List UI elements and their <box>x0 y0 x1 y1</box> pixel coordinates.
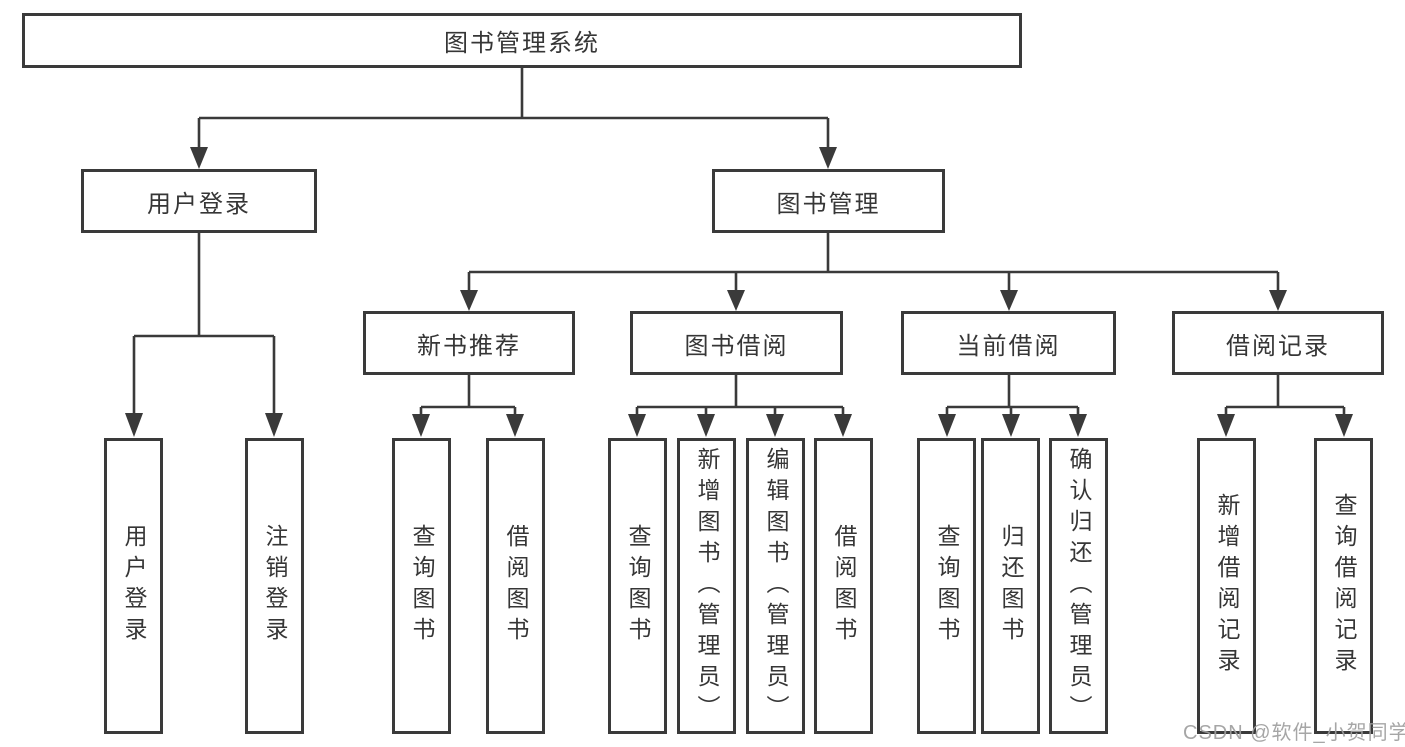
node-book-management: 图书管理 <box>712 169 945 233</box>
node-label: 当前借阅 <box>956 332 1061 360</box>
leaf-borrow-books-recommend: 借阅图书 <box>486 438 545 734</box>
leaf-label: 编辑图书（管理员） <box>763 446 789 726</box>
arrowhead <box>1269 290 1287 311</box>
watermark-text: CSDN @软件_小贺同学 <box>1183 722 1405 744</box>
node-label: 图书借阅 <box>684 332 789 360</box>
arrowhead <box>190 147 208 169</box>
leaf-add-book-admin: 新增图书（管理员） <box>677 438 736 734</box>
arrowhead <box>727 290 745 311</box>
leaf-return-book: 归还图书 <box>981 438 1040 734</box>
leaf-query-books-recommend: 查询图书 <box>392 438 451 734</box>
node-user-login: 用户登录 <box>81 169 317 233</box>
arrowhead <box>265 413 283 437</box>
arrowhead <box>1335 414 1353 437</box>
leaf-label: 查询借阅记录 <box>1331 493 1357 679</box>
leaf-label: 确认归还（管理员） <box>1066 446 1092 726</box>
leaf-add-borrow-record: 新增借阅记录 <box>1197 438 1256 734</box>
leaf-label: 归还图书 <box>998 524 1024 648</box>
leaf-label: 借阅图书 <box>503 524 529 648</box>
leaf-logout: 注销登录 <box>245 438 304 734</box>
leaf-label: 新增图书（管理员） <box>694 446 720 726</box>
arrowhead <box>766 414 784 437</box>
arrowhead <box>460 290 478 311</box>
arrowhead <box>125 413 143 437</box>
arrowhead <box>412 414 430 437</box>
node-borrowing-records: 借阅记录 <box>1172 311 1384 375</box>
node-label: 借阅记录 <box>1226 332 1330 360</box>
connector-path <box>635 375 845 416</box>
connector-path <box>419 375 517 416</box>
node-label: 图书管理 <box>776 190 881 218</box>
leaf-label: 查询图书 <box>409 524 435 648</box>
arrowhead <box>506 414 524 437</box>
node-new-book-recommend: 新书推荐 <box>363 311 575 375</box>
arrowhead <box>1002 414 1020 437</box>
leaf-query-books-borrowing: 查询图书 <box>608 438 667 734</box>
node-label: 用户登录 <box>147 190 251 218</box>
node-label: 新书推荐 <box>417 332 521 360</box>
arrowhead <box>1217 414 1235 437</box>
node-book-borrowing: 图书借阅 <box>630 311 843 375</box>
arrowhead <box>938 414 956 437</box>
connector-path <box>945 375 1080 416</box>
leaf-label: 用户登录 <box>121 524 147 648</box>
leaf-label: 查询图书 <box>934 524 960 648</box>
leaf-label: 注销登录 <box>262 524 288 648</box>
leaf-query-books-current: 查询图书 <box>917 438 976 734</box>
leaf-edit-book-admin: 编辑图书（管理员） <box>746 438 805 734</box>
node-label: 图书管理系统 <box>444 30 600 57</box>
leaf-borrow-book: 借阅图书 <box>814 438 873 734</box>
connector-path <box>197 68 830 150</box>
leaf-label: 新增借阅记录 <box>1214 493 1240 679</box>
arrowhead <box>628 414 646 437</box>
leaf-user-login: 用户登录 <box>104 438 163 734</box>
arrowhead <box>834 414 852 437</box>
arrowhead <box>819 147 837 169</box>
leaf-label: 借阅图书 <box>831 524 857 648</box>
node-current-borrowing: 当前借阅 <box>901 311 1116 375</box>
connector-path <box>132 233 276 414</box>
leaf-query-borrow-record: 查询借阅记录 <box>1314 438 1373 734</box>
arrowhead <box>697 414 715 437</box>
arrowhead <box>1000 290 1018 311</box>
leaf-label: 查询图书 <box>625 524 651 648</box>
connector-path <box>1224 375 1346 416</box>
node-book-management-system: 图书管理系统 <box>22 13 1022 68</box>
leaf-confirm-return-admin: 确认归还（管理员） <box>1049 438 1108 734</box>
connector-path <box>467 233 1280 292</box>
arrowhead <box>1069 414 1087 437</box>
